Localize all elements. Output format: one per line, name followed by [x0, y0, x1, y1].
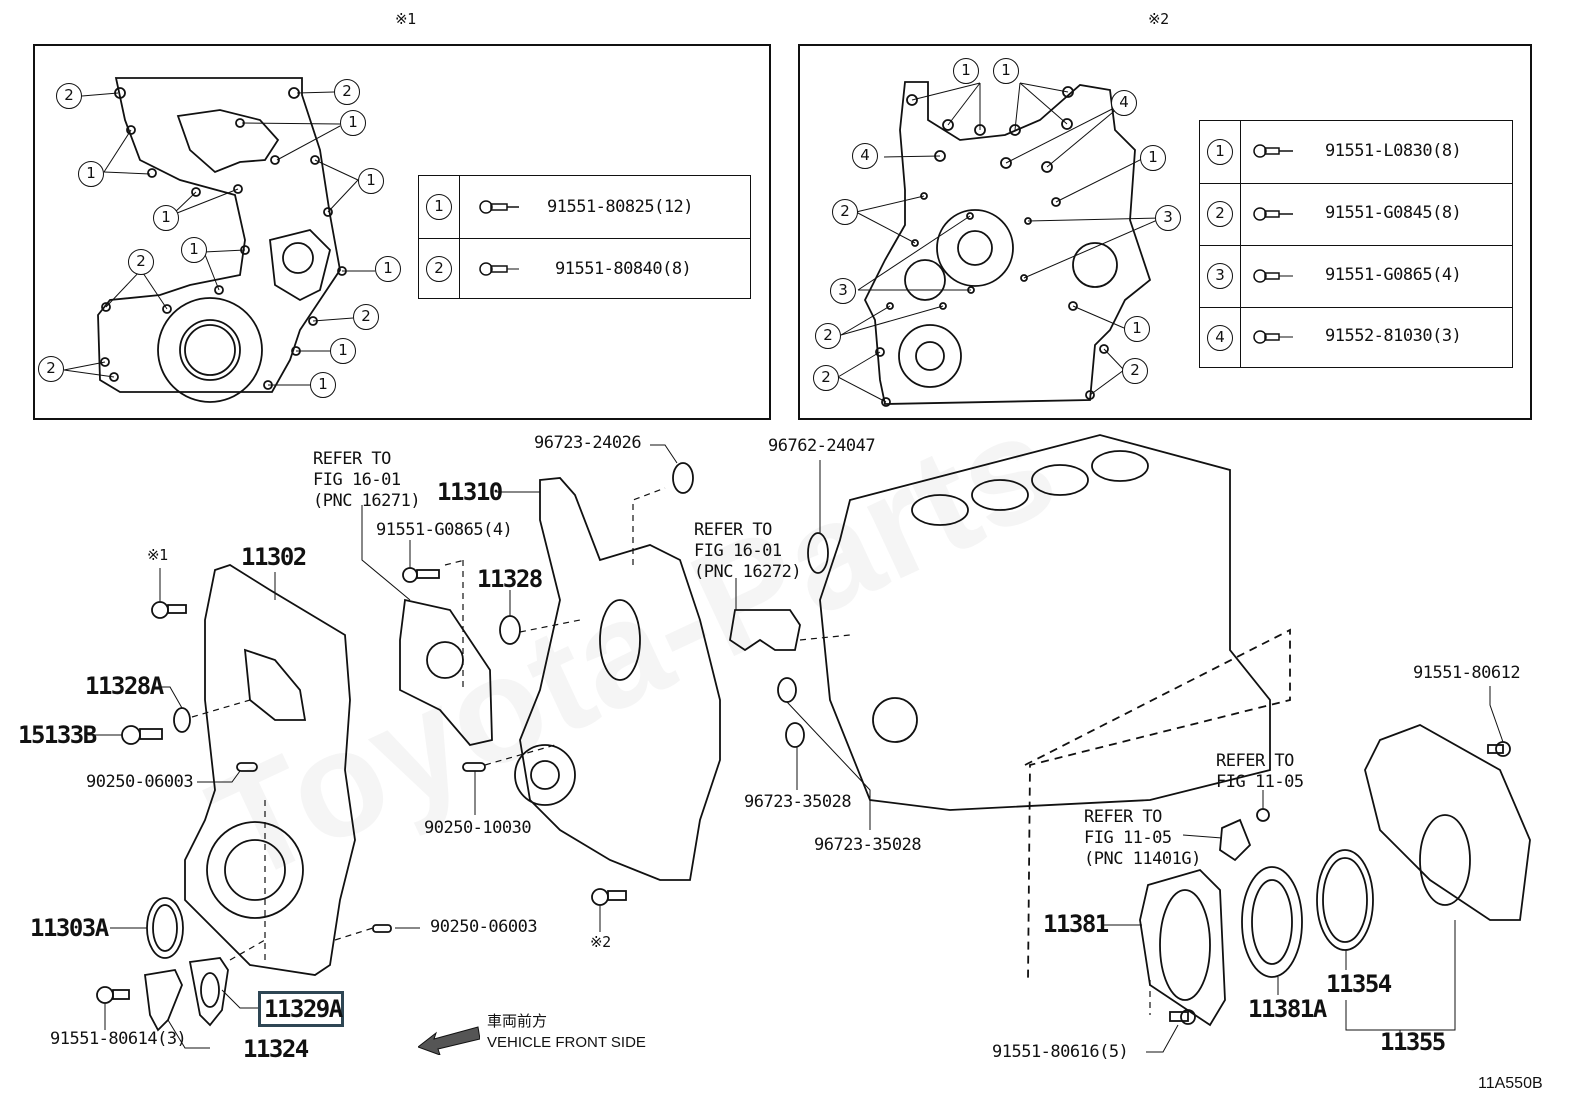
part-label-96762-24047[interactable]: 96762-24047 [768, 436, 876, 456]
inset2-callout-table: 1 91551-L0830(8) 2 91551-G0845(8) 3 9155… [1199, 120, 1513, 368]
engine-block [819, 434, 1271, 811]
callout-1: 1 [78, 161, 104, 187]
bolt-icon [1253, 207, 1293, 221]
vehicle-front-label-jp: 車両前方 [487, 1013, 548, 1030]
callout-2: 2 [832, 199, 858, 225]
inset1-mark: ※1 [395, 10, 416, 28]
part-label-11328[interactable]: 11328 [477, 565, 543, 593]
part-label-11328A[interactable]: 11328A [85, 672, 164, 700]
timing-cover-11302 [184, 564, 356, 976]
bolt-mark1 [151, 601, 169, 619]
inset2-table-row: 3 91551-G0865(4) [1200, 245, 1512, 307]
callout-4: 4 [1111, 90, 1137, 116]
refer-to-fig-11-05[interactable]: REFER TO FIG 11-05 [1216, 751, 1304, 792]
part-label-91551-G0865[interactable]: 91551-G0865(4) [376, 520, 513, 540]
callout-3: 3 [830, 278, 856, 304]
part-label-11355[interactable]: 11355 [1380, 1028, 1446, 1056]
bolt-icon [1253, 330, 1293, 344]
bolt-icon [1253, 269, 1293, 283]
highlighted-part-box [258, 991, 344, 1027]
callout-number: 2 [1207, 201, 1233, 227]
refer-to-fig-16-01-pnc-16271[interactable]: REFER TO FIG 16-01 (PNC 16271) [313, 449, 421, 511]
callout-2: 2 [813, 365, 839, 391]
callout-4: 4 [852, 143, 878, 169]
inset2-mark: ※2 [1148, 10, 1169, 28]
part-label-11381[interactable]: 11381 [1043, 910, 1109, 938]
refer-to-fig-16-01-pnc-16272[interactable]: REFER TO FIG 16-01 (PNC 16272) [694, 520, 802, 582]
part-label-11310[interactable]: 11310 [437, 478, 503, 506]
bolt-icon [1253, 144, 1293, 158]
bolt-part-number: 91551-80840(8) [555, 259, 692, 279]
callout-2: 2 [353, 304, 379, 330]
mark1-label: ※1 [147, 546, 168, 564]
callout-1: 1 [181, 237, 207, 263]
part-label-11302[interactable]: 11302 [241, 543, 307, 571]
vehicle-front-label: VEHICLE FRONT SIDE [487, 1034, 646, 1051]
callout-1: 1 [953, 58, 979, 84]
callout-2: 2 [56, 83, 82, 109]
part-label-91551-80614[interactable]: 91551-80614(3) [50, 1029, 187, 1049]
washer-11328A [173, 707, 191, 733]
part-label-11381A[interactable]: 11381A [1248, 995, 1327, 1023]
inset2-table-row: 2 91551-G0845(8) [1200, 183, 1512, 245]
figure-code: 11A550B [1478, 1075, 1543, 1092]
callout-2: 2 [334, 79, 360, 105]
callout-1: 1 [340, 110, 366, 136]
part-label-90250-06003[interactable]: 90250-06003 [86, 772, 194, 792]
chain-case-11310 [519, 477, 721, 881]
inset1-table-row: 1 91551-80825(12) [419, 176, 750, 238]
callout-2: 2 [815, 323, 841, 349]
inset2-frame [798, 44, 1532, 420]
part-label-91551-80612[interactable]: 91551-80612 [1413, 663, 1521, 683]
seal-retainer-11381 [1139, 868, 1226, 1027]
inset1-callout-table: 1 91551-80825(12) 2 91551-80840(8) [418, 175, 751, 299]
part-label-96723-24026[interactable]: 96723-24026 [534, 433, 642, 453]
bolt-part-number: 91551-G0845(8) [1325, 203, 1462, 223]
refer-to-fig-11-05-pnc-11401G[interactable]: REFER TO FIG 11-05 (PNC 11401G) [1084, 807, 1201, 869]
part-label-15133B[interactable]: 15133B [18, 721, 97, 749]
inset1-table-row: 2 91551-80840(8) [419, 238, 750, 300]
callout-2: 2 [1122, 358, 1148, 384]
callout-1: 1 [993, 58, 1019, 84]
inset2-table-row: 1 91551-L0830(8) [1200, 121, 1512, 183]
callout-number: 2 [426, 256, 452, 282]
part-label-91551-80616[interactable]: 91551-80616(5) [992, 1042, 1129, 1062]
callout-2: 2 [128, 249, 154, 275]
bolt-icon [479, 200, 519, 214]
callout-1: 1 [330, 338, 356, 364]
part-label-11329A[interactable]: 11329A [264, 995, 343, 1023]
arrow-left-icon [418, 1025, 480, 1055]
callout-number: 3 [1207, 263, 1233, 289]
part-label-90250-06003[interactable]: 90250-06003 [430, 917, 538, 937]
bolt-part-number: 91551-G0865(4) [1325, 265, 1462, 285]
bolt-part-number: 91551-80825(12) [547, 197, 694, 217]
mark2-label: ※2 [590, 933, 611, 951]
callout-2: 1 [310, 372, 336, 398]
rear-plate-11355 [1364, 724, 1531, 921]
bolt-part-number: 91551-L0830(8) [1325, 141, 1462, 161]
part-label-96723-35028[interactable]: 96723-35028 [814, 835, 922, 855]
callout-1: 1 [1124, 316, 1150, 342]
bolt-icon [479, 262, 519, 276]
part-label-11303A[interactable]: 11303A [30, 914, 109, 942]
inset1-frame [33, 44, 771, 420]
callout-1: 1 [1140, 145, 1166, 171]
inset2-table-row: 4 91552-81030(3) [1200, 307, 1512, 369]
part-label-11324[interactable]: 11324 [243, 1035, 309, 1063]
part-label-11354[interactable]: 11354 [1326, 970, 1392, 998]
callout-number: 4 [1207, 325, 1233, 351]
callout-number: 1 [1207, 139, 1233, 165]
callout-2: 2 [38, 356, 64, 382]
callout-1: 1 [375, 256, 401, 282]
part-label-90250-10030[interactable]: 90250-10030 [424, 818, 532, 838]
part-label-96723-35028[interactable]: 96723-35028 [744, 792, 852, 812]
callout-3: 3 [1155, 205, 1181, 231]
callout-1: 1 [153, 205, 179, 231]
callout-number: 1 [426, 194, 452, 220]
bolt-part-number: 91552-81030(3) [1325, 326, 1462, 346]
callout-1: 1 [358, 168, 384, 194]
